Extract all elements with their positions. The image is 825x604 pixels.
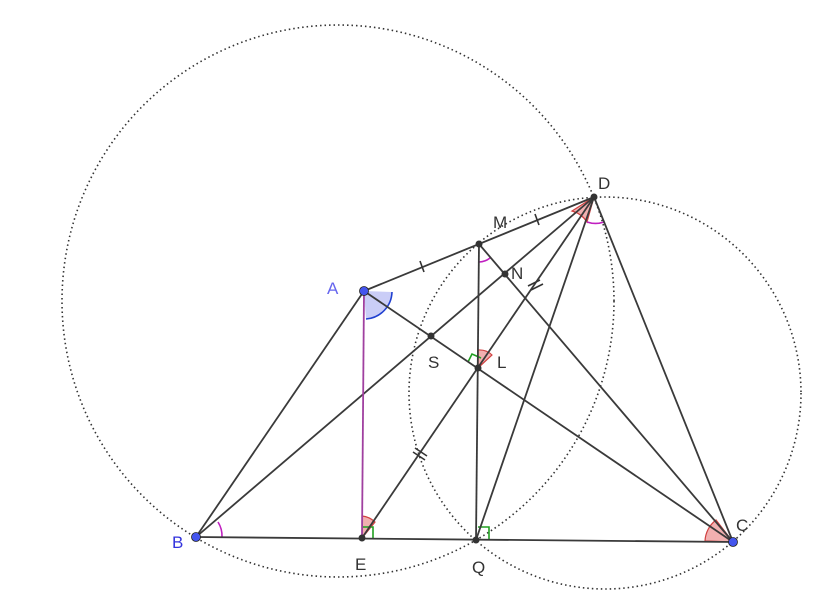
point-d — [590, 193, 598, 201]
altitude-ae — [361, 290, 365, 539]
point-s — [427, 332, 435, 340]
point-e — [358, 534, 366, 542]
points — [191, 193, 738, 547]
right-angle-q — [478, 526, 490, 539]
seg-bd — [195, 196, 595, 538]
seg-mq — [475, 243, 480, 541]
seg-dq — [475, 196, 595, 541]
point-m — [475, 240, 483, 248]
point-q — [472, 536, 480, 544]
label-b: B — [172, 533, 183, 552]
segments — [195, 196, 734, 543]
right-angle-e — [362, 526, 374, 538]
angle-b — [217, 521, 223, 538]
angle-a-fill — [364, 291, 392, 319]
label-n: N — [511, 264, 523, 283]
circle-2 — [408, 196, 802, 590]
label-q: Q — [472, 558, 485, 577]
label-l: L — [497, 353, 506, 372]
seg-ba — [195, 290, 365, 538]
seg-mc — [478, 243, 734, 543]
point-l — [474, 364, 482, 372]
seg-dc — [593, 196, 734, 543]
point-a — [359, 286, 369, 296]
seg-ac — [363, 290, 734, 543]
label-e: E — [355, 555, 366, 574]
point-c — [728, 537, 738, 547]
label-m: M — [493, 213, 507, 232]
tick-marks — [412, 213, 544, 461]
angle-a-arc — [365, 291, 393, 320]
point-n — [501, 270, 509, 278]
label-c: C — [736, 516, 748, 535]
circle-1 — [61, 24, 615, 578]
point-b — [191, 532, 201, 542]
labels: A B C D M N S L E Q — [172, 174, 748, 577]
label-d: D — [598, 174, 610, 193]
label-s: S — [428, 353, 439, 372]
angle-d-magenta — [586, 221, 605, 225]
label-a: A — [327, 279, 339, 298]
angle-m — [478, 257, 491, 263]
seg-bc — [195, 536, 734, 543]
